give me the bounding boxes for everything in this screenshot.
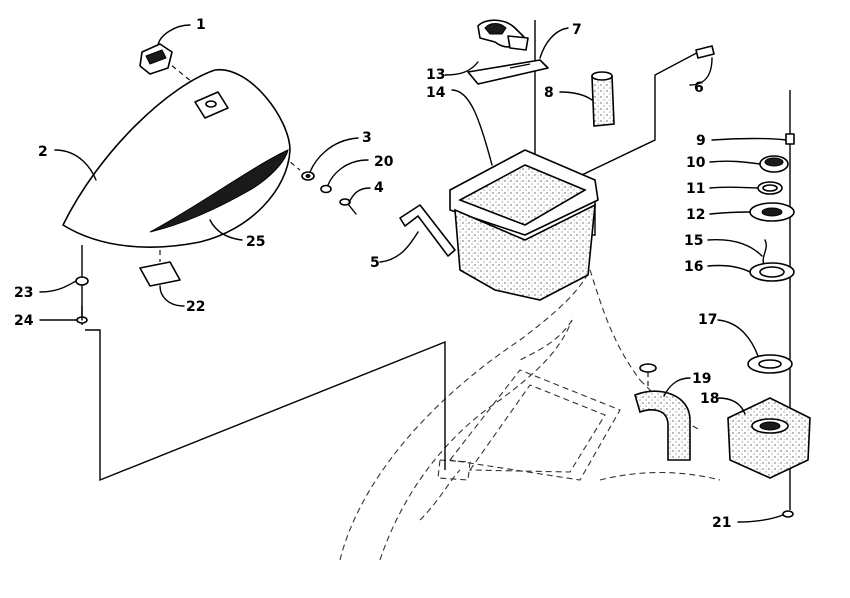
callout-1: 1 <box>196 17 206 33</box>
callout-14: 14 <box>426 85 446 101</box>
screw-part <box>339 198 357 215</box>
callout-4: 4 <box>374 180 384 196</box>
callout-16: 16 <box>684 259 703 275</box>
callout-21: 21 <box>712 515 731 531</box>
callout-labels: 1 2 3 20 4 25 22 23 24 13 14 7 8 6 5 9 1… <box>14 17 731 531</box>
callout-7: 7 <box>572 22 582 38</box>
vent-hose-part <box>634 363 691 461</box>
latch-knob-part <box>591 71 615 127</box>
washer-23-part <box>75 276 89 286</box>
callout-23: 23 <box>14 285 33 301</box>
lock-washer-part <box>320 184 332 194</box>
latch-bracket-part <box>477 19 529 51</box>
filler-neck-part <box>727 397 811 479</box>
pad-part <box>139 261 181 287</box>
callout-5: 5 <box>370 255 380 271</box>
gasket-17-part <box>747 354 793 374</box>
pin-9-part <box>785 133 795 145</box>
gasket-16-part <box>749 262 795 282</box>
callout-6: 6 <box>694 80 704 96</box>
callout-15: 15 <box>684 233 703 249</box>
callout-18: 18 <box>700 391 719 407</box>
hex-key-part <box>399 204 456 257</box>
o-ring-part <box>757 181 783 195</box>
cable-end-part <box>695 45 715 59</box>
strike-plate-part <box>467 59 549 85</box>
callout-12: 12 <box>686 207 705 223</box>
bolt-24-part <box>76 305 88 324</box>
latch-clip-part <box>139 43 173 75</box>
callout-17: 17 <box>698 312 717 328</box>
callout-13: 13 <box>426 67 445 83</box>
flange-12-part <box>749 202 795 222</box>
gas-cap-part <box>759 155 789 173</box>
leader-lines <box>39 24 787 523</box>
seat-cowl-part <box>62 69 291 248</box>
callout-20: 20 <box>374 154 394 170</box>
callout-10: 10 <box>686 155 706 171</box>
vehicle-body-outline <box>339 269 721 561</box>
storage-bin-part <box>449 149 599 301</box>
callout-9: 9 <box>696 133 706 149</box>
callout-24: 24 <box>14 313 34 329</box>
callout-11: 11 <box>686 181 705 197</box>
washer-part <box>301 171 315 181</box>
callout-19: 19 <box>692 371 711 387</box>
callout-8: 8 <box>544 85 554 101</box>
callout-2: 2 <box>38 144 48 160</box>
callout-22: 22 <box>186 299 205 315</box>
callout-25: 25 <box>246 234 265 250</box>
callout-3: 3 <box>362 130 372 146</box>
nut-21-part <box>782 510 794 518</box>
